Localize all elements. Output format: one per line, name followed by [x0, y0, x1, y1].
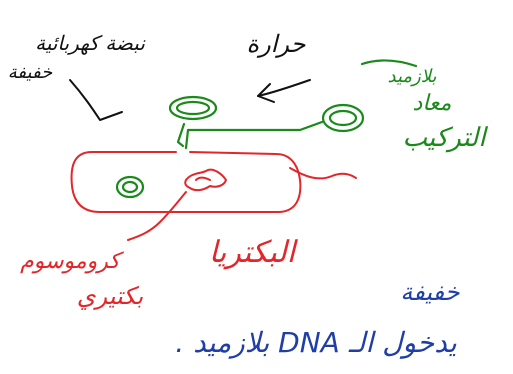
chromosome-label-line2: بكتيري [77, 282, 144, 310]
bacteria-label: البكتريا [209, 235, 299, 270]
shock-label-top: نبضة كهربائية [35, 31, 146, 55]
heat-arrow [257, 79, 311, 97]
shock-arrow [69, 79, 123, 121]
plasmid-right [321, 103, 365, 133]
plasmid-label-line3: التركيب [402, 123, 488, 153]
chromosome-pointer [127, 191, 187, 241]
heat-arrow-head [257, 83, 275, 103]
bacterial-chromosome [184, 168, 227, 192]
chromosome-label-line1: كروموسوم [20, 249, 124, 274]
mild-label: خفيفة [400, 278, 459, 306]
plasmid-right-inner [328, 109, 358, 127]
bacteria-cell-outline [70, 151, 302, 213]
plasmid-label-line1: بلازميد [388, 66, 437, 87]
plasmid-label-line2: معاد [413, 91, 452, 116]
plasmid-left [168, 95, 218, 121]
plasmid-connector [176, 120, 324, 150]
bacteria-membrane-break [289, 167, 357, 180]
plasmid-pointer [360, 59, 418, 68]
entry-caption: يدخول الـ DNA بلازميد . [175, 326, 457, 359]
plasmid-left-inner [175, 100, 211, 116]
bacteria-plasmid-inner [121, 180, 139, 194]
heat-label: حرارة [247, 30, 306, 58]
shock-label-bottom: خفيفة [8, 62, 53, 83]
bacteria-plasmid [115, 175, 145, 199]
